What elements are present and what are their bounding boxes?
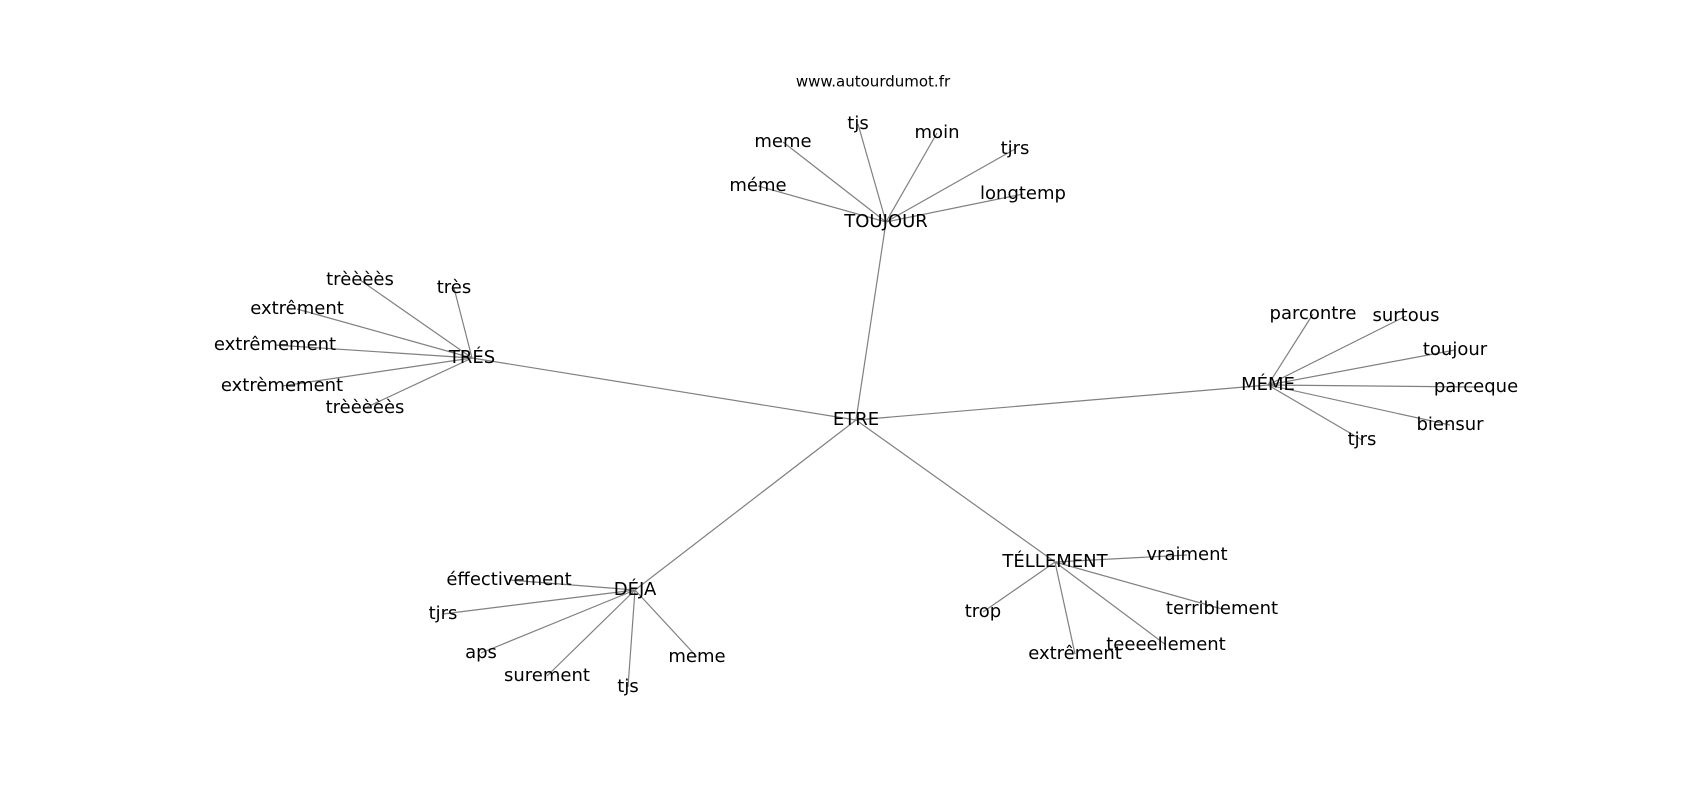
edge-meme-biensur: [1267, 384, 1451, 426]
leaf-node-toujour-meme: meme: [754, 131, 811, 152]
edge-tres-extremement: [274, 344, 473, 359]
leaf-node-tellement-trop: trop: [965, 601, 1002, 622]
leaf-node-tellement-vraiment: vraiment: [1146, 544, 1227, 565]
leaf-node-tellement-terriblement: terriblement: [1166, 598, 1278, 619]
leaf-node-deja-effectivement: éffectivement: [446, 569, 571, 590]
hub-node-meme: MÉME: [1241, 373, 1295, 395]
leaf-node-deja-aps: aps: [465, 642, 497, 663]
edge-toujour-tjrs: [885, 148, 1016, 223]
edge-deja-tjrs: [442, 589, 636, 615]
leaf-node-toujour-moin: moin: [915, 122, 960, 143]
edge-meme-tjrs: [1267, 384, 1363, 441]
edge-tres-treeees: [359, 279, 473, 359]
edge-etre-toujour: [855, 221, 887, 421]
edge-tres-tres: [453, 287, 473, 359]
hub-node-toujour: TOUJOUR: [843, 211, 928, 232]
edge-meme-surtous: [1267, 315, 1407, 386]
edge-meme-parcontre: [1267, 313, 1314, 386]
edge-tellement-terriblement: [1054, 561, 1223, 610]
edge-toujour-longtemp: [885, 193, 1024, 223]
leaf-node-meme-biensur: biensur: [1416, 414, 1484, 435]
leaf-node-deja-surement: surement: [504, 665, 590, 686]
leaf-node-meme-tjrs: tjrs: [1348, 429, 1377, 450]
edges: [274, 123, 1477, 688]
edge-deja-surement: [546, 589, 636, 677]
leaf-node-tellement-teeeellement: teeeellement: [1106, 634, 1226, 655]
center-node-etre: ETRE: [833, 409, 879, 430]
leaf-node-meme-surtous: surtous: [1372, 305, 1439, 326]
site-url: www.autourdumot.fr: [796, 73, 951, 91]
leaf-node-deja-tjs: tjs: [617, 676, 638, 697]
leaf-node-meme-toujour: toujour: [1423, 339, 1488, 360]
leaf-node-meme-parcontre: parcontre: [1270, 303, 1357, 324]
edge-toujour-moin: [885, 132, 938, 223]
leaf-node-tres-extremement: extrèmement: [221, 375, 343, 396]
edge-etre-deja: [634, 419, 857, 591]
leaf-node-deja-tjrs: tjrs: [429, 603, 458, 624]
leaf-node-toujour-longtemp: longtemp: [980, 183, 1066, 204]
edge-tellement-extrement: [1054, 561, 1076, 655]
leaf-node-meme-parceque: parceque: [1434, 376, 1518, 397]
edge-toujour-meme: [757, 185, 887, 223]
edge-toujour-tjs: [857, 123, 887, 223]
edge-tres-extremement: [281, 357, 473, 387]
leaf-node-tres-treeeees: trèèèèès: [326, 397, 405, 418]
edge-tellement-vraiment: [1054, 554, 1188, 563]
edge-tres-treeeees: [364, 357, 473, 409]
edge-deja-meme: [634, 589, 698, 658]
leaf-node-tres-extremement: extrêmement: [214, 334, 336, 355]
edge-deja-effectivement: [508, 579, 636, 591]
leaf-node-tres-extrement: extrêment: [250, 298, 344, 319]
edge-meme-toujour: [1267, 349, 1456, 386]
edge-tellement-teeeellement: [1054, 561, 1167, 646]
edge-etre-tres: [471, 357, 857, 421]
hub-node-tellement: TÉLLEMENT: [1001, 550, 1108, 572]
labels: www.autourdumot.fr ETRE TOUJOUR meme tjs moi…: [214, 73, 1518, 698]
leaf-node-tellement-extrement: extrêment: [1028, 643, 1122, 664]
leaf-node-toujour-meme: méme: [729, 175, 786, 196]
leaf-node-toujour-tjs: tjs: [847, 113, 868, 134]
hub-node-deja: DÉJA: [614, 578, 657, 600]
hub-node-tres: TRÉS: [448, 346, 495, 368]
leaf-node-toujour-tjrs: tjrs: [1001, 138, 1030, 159]
edge-meme-parceque: [1267, 384, 1477, 388]
leaf-node-tres-treeees: trèèèès: [326, 269, 394, 290]
edge-tellement-trop: [982, 561, 1056, 613]
edge-toujour-meme: [782, 141, 887, 223]
edge-etre-tellement: [855, 419, 1056, 563]
edge-deja-tjs: [627, 589, 636, 688]
edge-tres-extrement: [296, 308, 473, 359]
leaf-node-tres-tres: très: [437, 277, 472, 298]
leaf-node-deja-meme: meme: [668, 646, 725, 667]
edge-etre-meme: [855, 384, 1269, 421]
edge-deja-aps: [480, 589, 636, 654]
